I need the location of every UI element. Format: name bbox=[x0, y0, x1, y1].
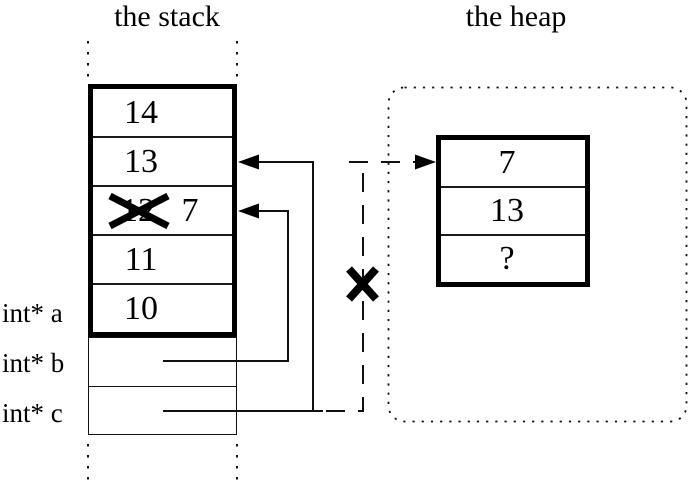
replacement-value: 7 bbox=[181, 191, 199, 229]
frame-slot-c bbox=[89, 385, 236, 435]
heap-cell-13: 13 bbox=[441, 186, 585, 234]
stack-cell-14: 14 bbox=[93, 89, 232, 136]
crossed-out-value: 12 bbox=[121, 191, 155, 229]
heap-cell-7: 7 bbox=[441, 140, 585, 186]
severed-pointer-x-icon bbox=[346, 266, 379, 302]
heap-cell-value: 13 bbox=[490, 192, 524, 229]
heap-title: the heap bbox=[465, 0, 567, 33]
pointer-c-arrowhead-icon bbox=[238, 154, 259, 170]
stack-cell-12-crossed: 12 7 bbox=[93, 185, 232, 234]
dangling-pointer-dashed-line bbox=[326, 161, 416, 412]
stack-cell-11: 11 bbox=[93, 234, 232, 283]
frame-label-int-c: int* c bbox=[2, 398, 63, 428]
stack-cell-value: 11 bbox=[124, 240, 158, 278]
pointer-b-arrowhead-icon bbox=[238, 203, 259, 219]
stack-cell-value: 14 bbox=[124, 93, 158, 131]
heap-cell-value: 7 bbox=[498, 144, 516, 181]
stack-cell-value: 10 bbox=[124, 289, 158, 327]
heap-cell-value: ? bbox=[499, 240, 515, 277]
frame-label-int-b: int* b bbox=[2, 348, 65, 378]
stack-title: the stack bbox=[114, 0, 220, 33]
heap-arrowhead-icon bbox=[415, 154, 436, 170]
stack-cell-13: 13 bbox=[93, 136, 232, 185]
stack-frame-extension bbox=[88, 337, 237, 435]
heap-box: 7 13 ? bbox=[436, 135, 590, 287]
frame-label-int-a: int* a bbox=[2, 298, 63, 328]
stack-box: 14 13 12 7 11 10 bbox=[88, 84, 237, 337]
frame-slot-b bbox=[89, 338, 236, 386]
stack-cell-10: 10 bbox=[93, 283, 232, 332]
heap-cell-unknown: ? bbox=[441, 234, 585, 282]
stack-cell-value: 13 bbox=[124, 142, 158, 180]
